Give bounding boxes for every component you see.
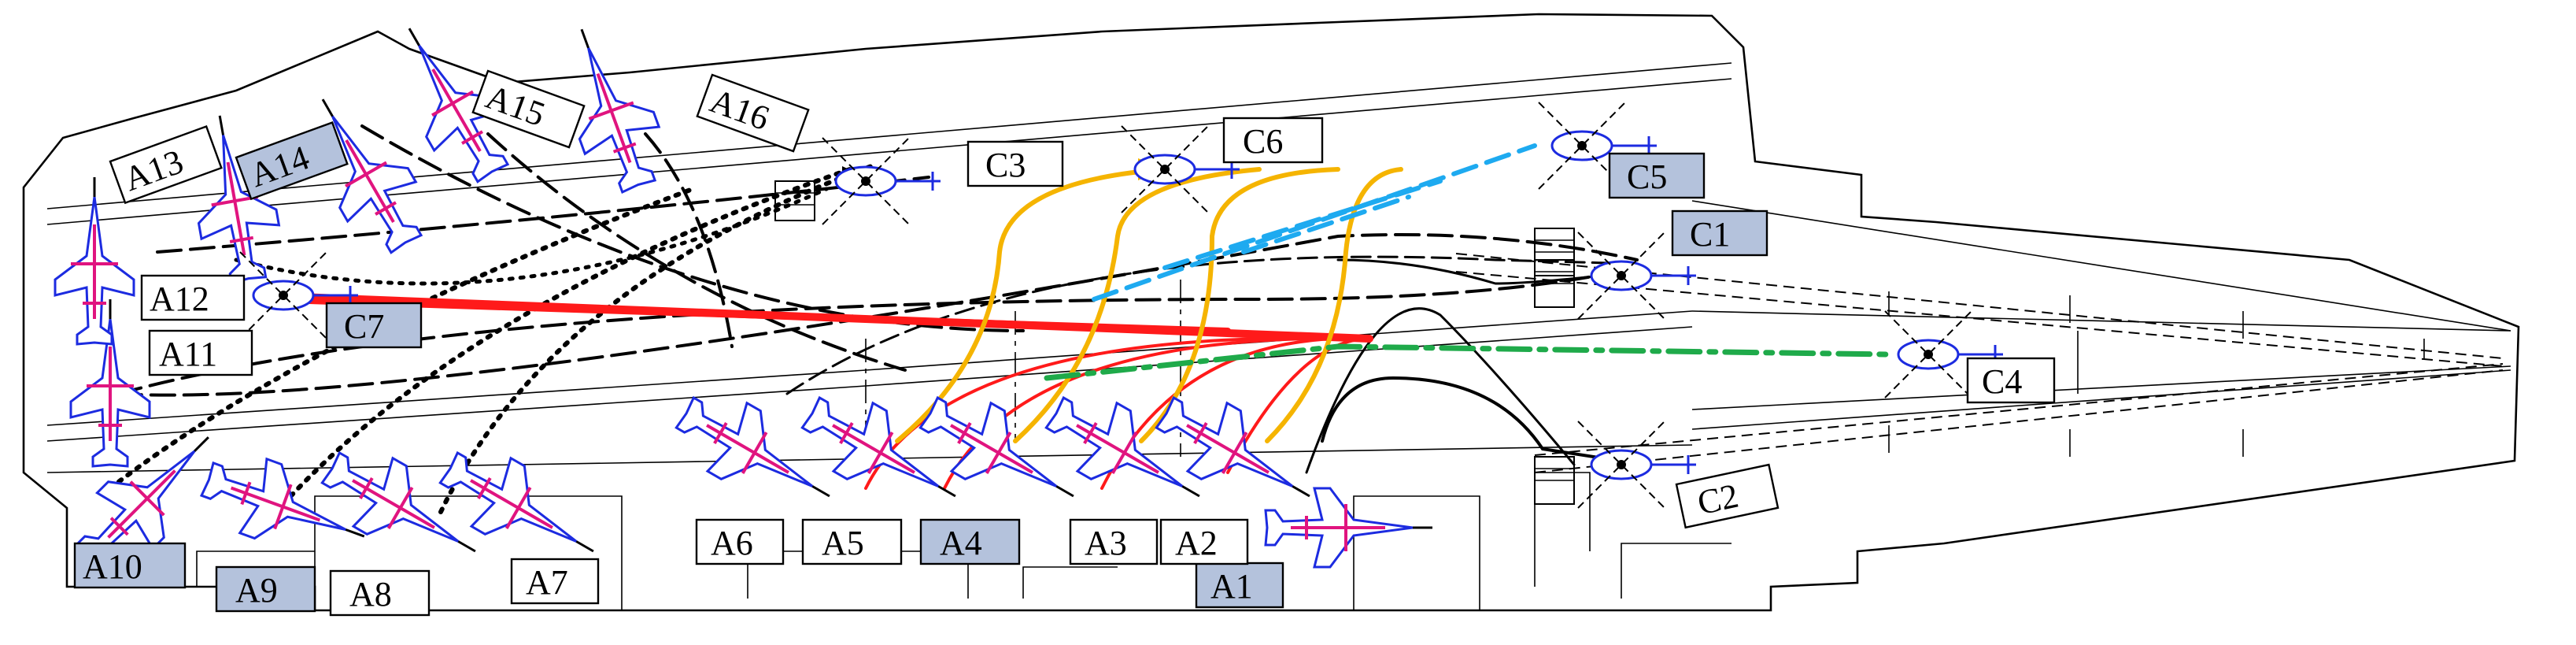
aircraft-a6 [674,395,830,498]
label-A2-text: A2 [1175,524,1218,562]
label-A6-text: A6 [711,524,753,562]
label-A1-text: A1 [1210,567,1253,606]
label-C6: C6 [1222,117,1324,164]
aircraft-a12 [54,177,135,346]
label-C4: C4 [1966,357,2056,404]
label-C7-text: C7 [344,307,384,346]
label-C2-text: C2 [1695,476,1742,523]
aircraft-a3 [1044,395,1200,498]
helicopter-c3 [822,137,941,225]
label-A3-text: A3 [1085,524,1127,562]
label-A16-text: A16 [705,81,774,138]
label-A9-text: A9 [235,571,278,610]
label-A16: A16 [696,73,810,153]
aircraft-a2 [1155,395,1310,498]
aircraft-a16 [578,28,661,195]
label-A6: A6 [695,518,785,565]
label-A12-text: A12 [150,280,209,318]
label-A2: A2 [1159,518,1249,565]
label-A15-text: A15 [481,77,550,134]
label-C3-text: C3 [985,146,1026,184]
label-C2: C2 [1675,463,1780,529]
label-C1-text: C1 [1690,215,1730,254]
label-C4-text: C4 [1982,362,2022,401]
helicopter-c6 [1121,125,1240,213]
aircraft-a13 [197,115,281,285]
helicopter-c7 [239,251,358,339]
aircraft-layer [54,28,2003,569]
aircraft-a11 [69,299,151,468]
aircraft-a1 [1264,487,1432,569]
label-A11: A11 [148,329,253,376]
aircraft-a4 [918,395,1074,498]
label-A12: A12 [140,274,246,321]
label-A7: A7 [510,558,600,605]
aircraft-a14 [321,98,423,254]
label-A4: A4 [919,518,1021,565]
label-A4-text: A4 [940,524,982,562]
aircraft-a9 [199,457,365,540]
label-A13-text: A13 [119,142,188,198]
label-A3: A3 [1069,518,1159,565]
label-A5: A5 [801,518,903,565]
label-C5-text: C5 [1627,158,1667,196]
aircraft-a7 [438,450,594,553]
label-C3: C3 [966,140,1064,187]
label-A7-text: A7 [526,563,568,602]
helicopter-c4 [1884,310,2003,398]
helicopter-c1 [1577,232,1696,320]
label-A10: A10 [73,542,187,589]
helicopter-c5 [1538,102,1657,190]
helicopter-c2 [1577,421,1696,509]
label-A8-text: A8 [349,575,392,613]
aircraft-a5 [800,395,956,498]
label-C1: C1 [1671,209,1768,257]
label-A9: A9 [215,565,316,613]
label-A8: A8 [329,569,431,617]
label-C5: C5 [1608,152,1706,199]
label-C6-text: C6 [1243,122,1283,161]
label-A1: A1 [1195,562,1284,609]
label-A11-text: A11 [159,335,217,373]
label-C7: C7 [325,302,423,349]
label-A10-text: A10 [83,547,142,586]
aircraft-a8 [320,450,476,553]
label-A13: A13 [109,124,223,205]
label-A5-text: A5 [822,524,864,562]
